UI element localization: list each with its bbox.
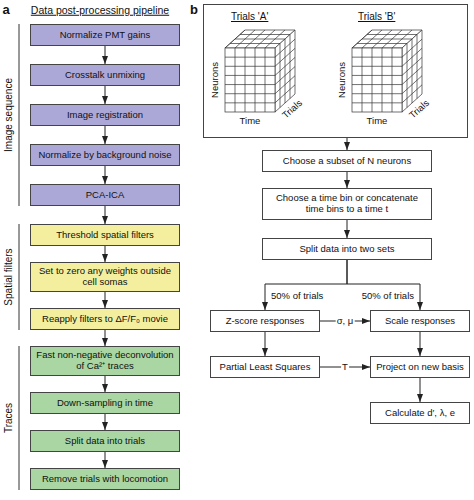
process-box: Normalize by background noise — [30, 144, 180, 166]
flow-arrow — [265, 260, 347, 310]
box-text: Reapply filters to ΔF/F₀ movie — [42, 314, 168, 325]
edge-label: 50% of trials — [270, 291, 324, 301]
box-text: Z-score responses — [226, 316, 305, 327]
flow-arrow — [105, 292, 106, 308]
flow-arrow — [420, 332, 421, 356]
process-box: Image registration — [30, 104, 180, 126]
box-text: Split data into two sets — [299, 244, 394, 255]
box-text: Set to zero any weights outside cell som… — [35, 266, 175, 288]
axis-label: Neurons — [337, 62, 347, 98]
axis-label: Time — [240, 116, 261, 126]
flow-arrow — [347, 220, 348, 238]
edge-label: 50% of trials — [361, 291, 415, 301]
group-bracket — [19, 224, 20, 330]
process-box: Down-sampling in time — [30, 392, 180, 414]
flow-arrow — [105, 206, 106, 224]
edge-label: σ, μ — [336, 316, 355, 326]
process-box: Set to zero any weights outside cell som… — [30, 262, 180, 292]
box-text: Down-sampling in time — [57, 398, 153, 409]
process-box: Remove trials with locomotion — [30, 468, 180, 490]
process-box: PCA-ICA — [30, 184, 180, 206]
box-text: Choose a time bin or concatenate time bi… — [267, 193, 427, 215]
panel-heading: Trials 'A' — [231, 11, 268, 23]
box-text: Split data into trials — [65, 436, 145, 447]
process-box: Reapply filters to ΔF/F₀ movie — [30, 308, 180, 330]
group-label: Spatial filters — [4, 248, 14, 305]
box-text: Threshold spatial filters — [56, 230, 154, 241]
group-label: Image sequence — [4, 78, 14, 152]
group-label: Traces — [4, 403, 14, 433]
process-box: Crosstalk unmixing — [30, 64, 180, 86]
flow-arrow — [347, 138, 348, 150]
process-box: Project on new basis — [370, 356, 470, 378]
process-box: Normalize PMT gains — [30, 24, 180, 46]
process-box: Calculate d′, λ, e — [370, 402, 470, 424]
process-box: Threshold spatial filters — [30, 224, 180, 246]
process-box: Z-score responses — [210, 310, 320, 332]
flow-arrow — [105, 126, 106, 144]
process-box: Partial Least Squares — [210, 356, 320, 378]
flow-arrow — [105, 376, 106, 392]
flow-arrow — [105, 330, 106, 346]
group-bracket — [19, 346, 20, 490]
box-text: Fast non-negative deconvolution of Ca²⁺ … — [35, 350, 175, 372]
process-box: Fast non-negative deconvolution of Ca²⁺ … — [30, 346, 180, 376]
panel-letter: a — [2, 3, 9, 16]
box-text: Scale responses — [385, 316, 455, 327]
box-text: Crosstalk unmixing — [65, 70, 145, 81]
flow-arrow — [105, 86, 106, 104]
box-text: Normalize by background noise — [38, 150, 171, 161]
flow-arrow — [265, 332, 266, 356]
box-text: Partial Least Squares — [220, 362, 311, 373]
flow-arrow — [347, 260, 420, 310]
box-text: Normalize PMT gains — [60, 30, 151, 41]
box-text: Calculate d′, λ, e — [385, 408, 455, 419]
axis-label: Neurons — [210, 62, 220, 98]
process-box: Scale responses — [370, 310, 470, 332]
flow-arrow — [105, 246, 106, 262]
flow-arrow — [105, 414, 106, 430]
flow-arrow — [347, 172, 348, 188]
box-text: PCA-ICA — [86, 190, 125, 201]
panel-heading: Trials 'B' — [358, 11, 395, 23]
axis-label: Time — [367, 116, 388, 126]
flow-arrow — [420, 378, 421, 402]
panel-letter: b — [190, 3, 198, 16]
group-bracket — [19, 24, 20, 206]
panel-title: Data post-processing pipeline — [31, 5, 169, 16]
process-box: Choose a subset of N neurons — [262, 150, 432, 172]
process-box: Split data into two sets — [262, 238, 432, 260]
flow-arrow — [105, 452, 106, 468]
box-text: Project on new basis — [376, 362, 464, 373]
box-text: Choose a subset of N neurons — [283, 156, 411, 167]
process-box: Choose a time bin or concatenate time bi… — [262, 188, 432, 220]
box-text: Image registration — [67, 110, 143, 121]
box-text: Remove trials with locomotion — [42, 474, 168, 485]
flow-arrow — [105, 46, 106, 64]
flow-arrow — [105, 166, 106, 184]
process-box: Split data into trials — [30, 430, 180, 452]
edge-label: T — [341, 362, 349, 372]
